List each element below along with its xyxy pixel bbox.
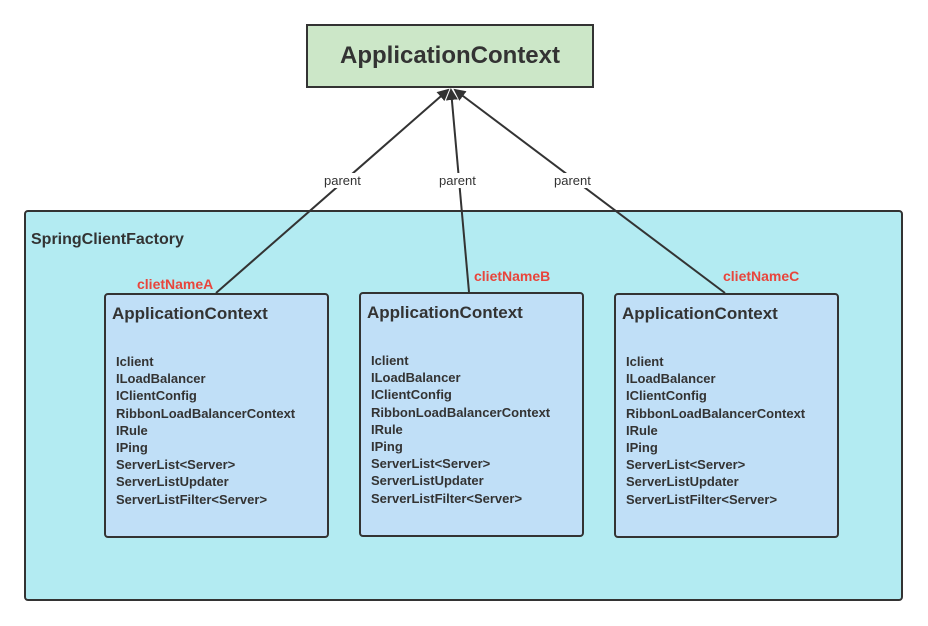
bean-item: ILoadBalancer [371, 370, 461, 386]
client-context-title: ApplicationContext [367, 303, 523, 322]
client-context-b: ApplicationContext Iclient ILoadBalancer… [359, 292, 584, 537]
factory-title: SpringClientFactory [31, 231, 184, 248]
bean-item: ServerListUpdater [116, 474, 229, 490]
client-name-c: clietNameC [723, 268, 800, 284]
bean-item: ILoadBalancer [626, 371, 716, 387]
client-context-a: ApplicationContext Iclient ILoadBalancer… [104, 293, 329, 538]
root-application-context: ApplicationContext [306, 24, 594, 88]
bean-item: IRule [116, 422, 148, 438]
bean-list: Iclient ILoadBalancer IClientConfig Ribb… [626, 353, 805, 508]
bean-item: IClientConfig [626, 388, 707, 404]
bean-item: Iclient [371, 353, 409, 368]
bean-item: ServerListFilter<Server> [371, 490, 523, 506]
bean-item: RibbonLoadBalancerContext [371, 404, 551, 420]
bean-item: RibbonLoadBalancerContext [626, 405, 806, 421]
bean-item: IClientConfig [371, 387, 452, 403]
parent-arrow-b [445, 88, 470, 293]
bean-item: ILoadBalancer [116, 371, 206, 387]
bean-item: ServerListUpdater [371, 473, 484, 489]
bean-item: ServerListFilter<Server> [116, 491, 268, 507]
bean-list: Iclient ILoadBalancer IClientConfig Ribb… [116, 353, 295, 508]
client-context-c: ApplicationContext Iclient ILoadBalancer… [614, 293, 839, 538]
client-name-b: clietNameB [474, 268, 551, 284]
bean-item: IPing [116, 440, 148, 456]
parent-arrow-a [215, 88, 450, 294]
bean-item: IRule [371, 421, 403, 437]
client-context-title: ApplicationContext [622, 304, 778, 323]
bean-list: Iclient ILoadBalancer IClientConfig Ribb… [371, 352, 550, 507]
bean-item: ServerList<Server> [371, 456, 491, 472]
edge-label-parent-b: parent [436, 173, 479, 188]
bean-item: IPing [371, 439, 403, 455]
bean-item: Iclient [116, 354, 154, 369]
bean-item: ServerListUpdater [626, 474, 739, 490]
bean-item: IClientConfig [116, 388, 197, 404]
client-context-title: ApplicationContext [112, 304, 268, 323]
bean-item: Iclient [626, 354, 664, 369]
edge-label-parent-c: parent [551, 173, 594, 188]
bean-item: ServerList<Server> [116, 457, 236, 473]
parent-arrow-c [453, 88, 726, 294]
edge-label-parent-a: parent [321, 173, 364, 188]
bean-item: RibbonLoadBalancerContext [116, 405, 296, 421]
bean-item: IPing [626, 440, 658, 456]
root-context-label: ApplicationContext [340, 42, 560, 69]
client-name-a: clietNameA [137, 276, 214, 292]
bean-item: IRule [626, 422, 658, 438]
bean-item: ServerListFilter<Server> [626, 491, 778, 507]
bean-item: ServerList<Server> [626, 457, 746, 473]
